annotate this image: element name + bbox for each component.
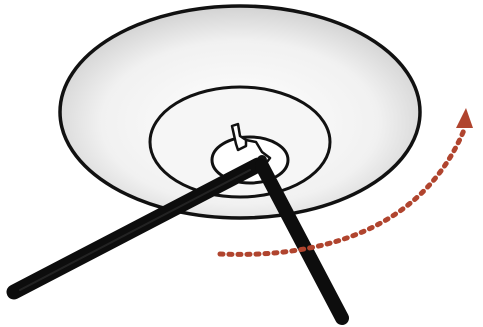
diagram-canvas <box>0 0 483 327</box>
rotation-diagram <box>0 0 483 327</box>
